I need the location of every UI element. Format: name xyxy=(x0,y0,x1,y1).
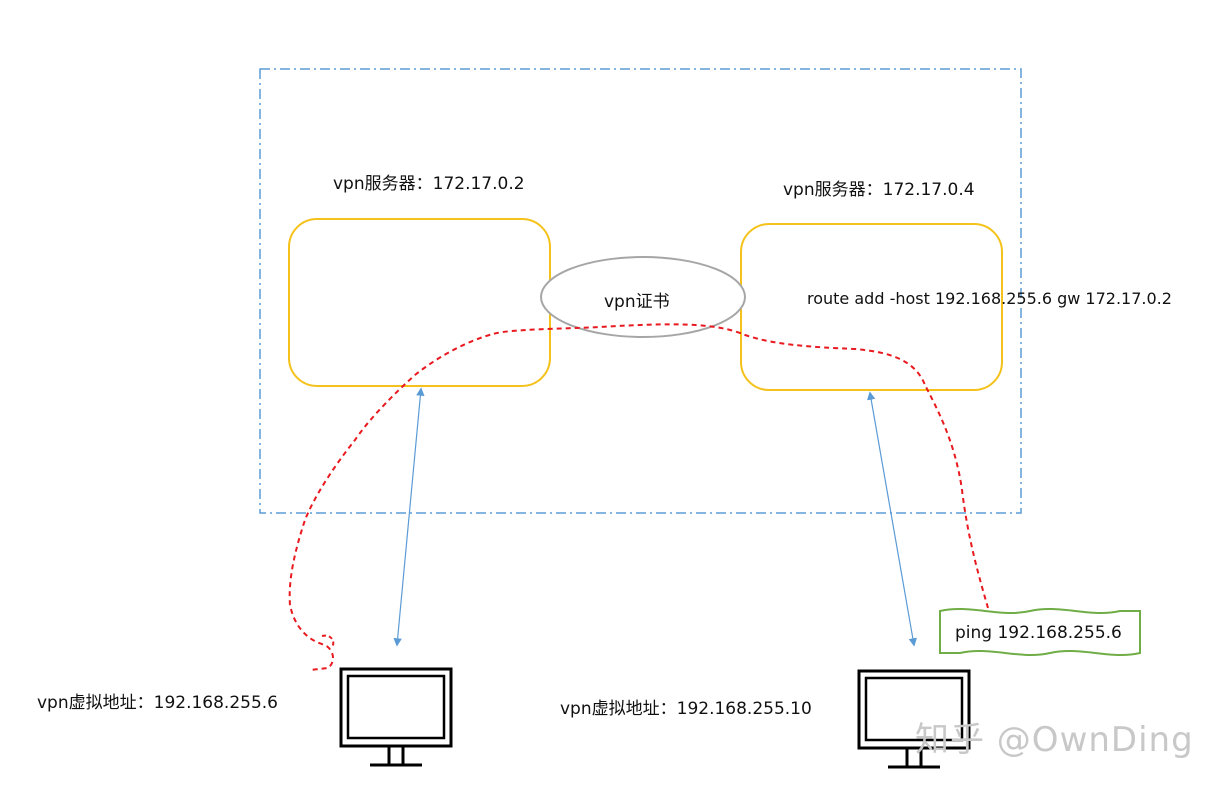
connection-arrow-left xyxy=(393,387,425,647)
monitor-icon xyxy=(857,669,971,769)
ping-path-hook xyxy=(321,634,335,649)
ping-command-label: ping 192.168.255.6 xyxy=(955,623,1122,643)
ping-command-box xyxy=(939,607,1141,657)
server-left-label: vpn服务器：172.17.0.2 xyxy=(333,174,525,194)
server-right-label: vpn服务器：172.17.0.4 xyxy=(783,180,975,200)
watermark: 知乎 @OwnDing xyxy=(915,720,1194,760)
server-box-left xyxy=(288,218,551,387)
client-left-label: vpn虚拟地址：192.168.255.6 xyxy=(37,693,278,713)
connection-arrow-right xyxy=(867,391,917,647)
client-right-label: vpn虚拟地址：192.168.255.10 xyxy=(560,699,812,719)
network-boundary xyxy=(259,68,1022,514)
monitor-icon xyxy=(339,667,453,767)
route-command-label: route add -host 192.168.255.6 gw 172.17.… xyxy=(807,289,1172,308)
certificate-ellipse xyxy=(540,256,746,338)
ping-path xyxy=(288,323,989,671)
certificate-label: vpn证书 xyxy=(604,292,670,312)
